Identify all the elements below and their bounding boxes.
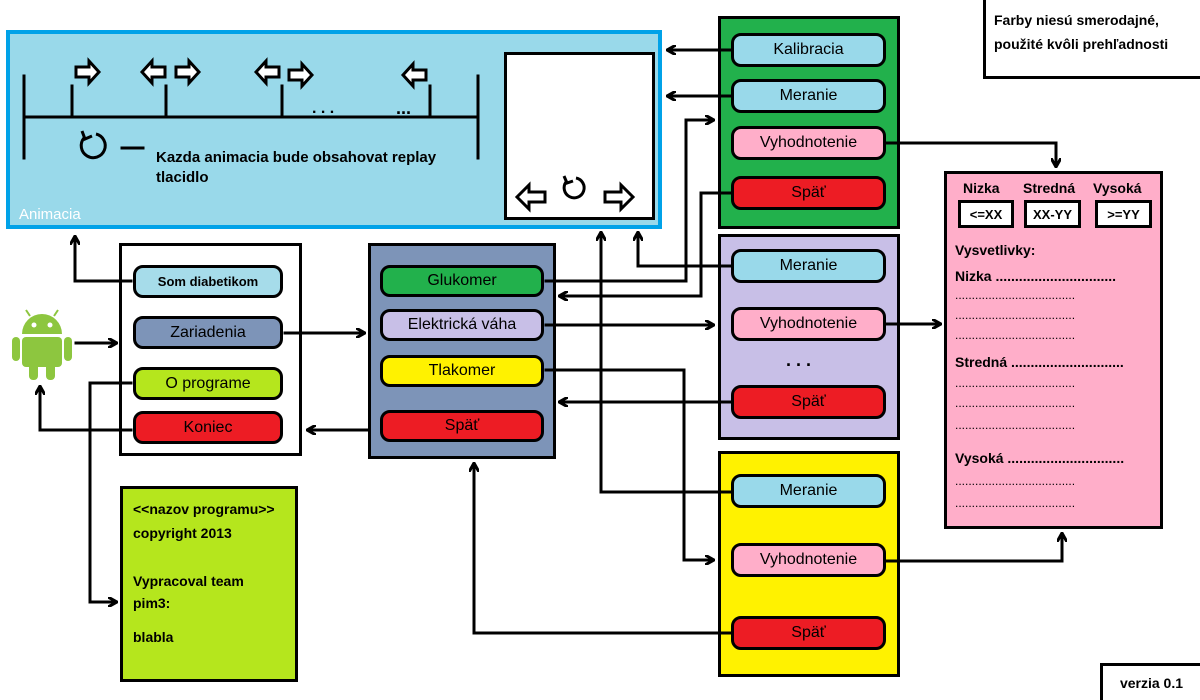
glukomer-vyhodnotenie-button[interactable]: Vyhodnotenie (731, 126, 886, 160)
glukomer-spat-label: Späť (791, 184, 826, 201)
level-stredna-value: XX-YY (1032, 206, 1072, 222)
legend-nizka-dots-1: .................................... (955, 288, 1076, 302)
tlakomer-meranie-label: Meranie (779, 482, 838, 499)
note-box: Farby niesú smerodajné, použité kvôli pr… (983, 0, 1200, 79)
tlakomer-vyhodnotenie-button[interactable]: Vyhodnotenie (731, 543, 886, 577)
menu-koniec-label: Koniec (183, 418, 233, 436)
about-program-name: <<nazov programu>> (133, 501, 275, 517)
replay-description: Kazda animacia bude obsahovat replay tla… (156, 148, 436, 188)
vaha-spat-button[interactable]: Späť (731, 385, 886, 419)
device-tlakomer-label: Tlakomer (428, 362, 496, 379)
version-label: verzia 0.1 (1119, 675, 1184, 691)
device-elektricka-vaha-label: Elektrická váha (407, 316, 517, 333)
device-glukomer-button[interactable]: Glukomer (380, 265, 544, 297)
level-vysoka-value-box: >=YY (1095, 200, 1152, 228)
edge-tlakomer-spat-to-devices (474, 464, 733, 635)
evaluation-screen: Nizka Stredná Vysoká <=XX XX-YY >=YY Vys… (944, 171, 1163, 529)
legend-nizka-dots-3: .................................... (955, 328, 1076, 342)
device-tlakomer-button[interactable]: Tlakomer (380, 355, 544, 387)
about-members: blabla (133, 629, 174, 645)
animation-preview-panel (504, 52, 655, 220)
timeline-dots-1: . . . (312, 100, 335, 117)
edge-tlakomer-to-panel (544, 368, 713, 560)
level-vysoka-title: Vysoká (1093, 180, 1142, 196)
menu-som-diabetikom-label: Som diabetikom (157, 274, 259, 289)
vaha-meranie-button[interactable]: Meranie (731, 249, 886, 283)
legend-stredna: Stredná ............................. (955, 354, 1124, 370)
vaha-meranie-label: Meranie (779, 257, 838, 274)
glukomer-vyhodnotenie-label: Vyhodnotenie (759, 134, 858, 151)
level-stredna-value-box: XX-YY (1024, 200, 1081, 228)
legend-nizka: Nizka ............................... (955, 268, 1117, 284)
menu-zariadenia-label: Zariadenia (170, 323, 246, 341)
about-panel: <<nazov programu>> copyright 2013 Vyprac… (120, 486, 298, 682)
tlakomer-spat-label: Späť (791, 624, 826, 641)
legend-vysoka-dots-1: .................................... (955, 474, 1076, 488)
about-team-line-2: pim3: (133, 595, 171, 611)
note-line-1: Farby niesú smerodajné, (994, 12, 1159, 28)
device-elektricka-vaha-button[interactable]: Elektrická váha (380, 309, 544, 341)
devices-spat-button[interactable]: Späť (380, 410, 544, 442)
about-copyright: copyright 2013 (133, 525, 232, 541)
legend-stredna-dots-1: .................................... (955, 376, 1076, 390)
legend-vysoka: Vysoká .............................. (955, 450, 1125, 466)
vaha-vyhodnotenie-button[interactable]: Vyhodnotenie (731, 307, 886, 341)
level-nizka-value-box: <=XX (958, 200, 1014, 228)
devices-spat-label: Späť (444, 417, 480, 434)
level-nizka-value: <=XX (969, 206, 1003, 222)
legend-title: Vysvetlivky: (955, 242, 1036, 258)
menu-o-programe-button[interactable]: O programe (133, 367, 283, 400)
tlakomer-meranie-button[interactable]: Meranie (731, 474, 886, 508)
replay-text-2: tlacidlo (156, 169, 209, 186)
vaha-spat-label: Späť (791, 393, 826, 410)
edge-koniec-to-android (40, 387, 133, 432)
menu-koniec-button[interactable]: Koniec (133, 411, 283, 444)
level-stredna-title: Stredná (1023, 180, 1076, 196)
level-nizka-title: Nizka (963, 180, 1000, 196)
timeline-dots-2: ... (396, 98, 412, 118)
animation-label: Animacia (19, 206, 81, 223)
vaha-more-dots: . . . (786, 350, 812, 370)
animation-screen: Animacia Kazda animacia bude obsahovat r… (6, 30, 662, 229)
tlakomer-vyhodnotenie-label: Vyhodnotenie (759, 551, 858, 568)
legend-nizka-dots-2: .................................... (955, 308, 1076, 322)
edge-tlakomer-meranie-to-animacia (601, 233, 733, 494)
note-line-2: použité kvôli prehľadnosti (994, 36, 1169, 52)
replay-text-1: Kazda animacia bude obsahovat replay (156, 149, 437, 166)
menu-o-programe-label: O programe (165, 374, 251, 392)
level-vysoka-value: >=YY (1107, 206, 1140, 222)
legend-vysoka-dots-2: .................................... (955, 496, 1076, 510)
glukomer-spat-button[interactable]: Späť (731, 176, 886, 210)
edge-tlakomer-vyhodnotenie-to-eval (884, 534, 1062, 563)
glukomer-kalibracia-button[interactable]: Kalibracia (731, 33, 886, 67)
legend-stredna-dots-3: .................................... (955, 418, 1076, 432)
glukomer-meranie-button[interactable]: Meranie (731, 79, 886, 113)
tlakomer-spat-button[interactable]: Späť (731, 616, 886, 650)
vaha-vyhodnotenie-label: Vyhodnotenie (759, 315, 858, 332)
device-glukomer-label: Glukomer (427, 272, 497, 289)
android-icon[interactable] (10, 306, 74, 380)
menu-zariadenia-button[interactable]: Zariadenia (133, 316, 283, 349)
legend-stredna-dots-2: .................................... (955, 396, 1076, 410)
glukomer-kalibracia-label: Kalibracia (773, 41, 844, 58)
glukomer-meranie-label: Meranie (779, 87, 838, 104)
version-box: verzia 0.1 (1100, 663, 1200, 700)
menu-som-diabetikom-button[interactable]: Som diabetikom (133, 265, 283, 298)
edge-glukomer-vyhodnotenie-to-eval (884, 141, 1056, 166)
about-team-line-1: Vypracoval team (133, 573, 244, 589)
